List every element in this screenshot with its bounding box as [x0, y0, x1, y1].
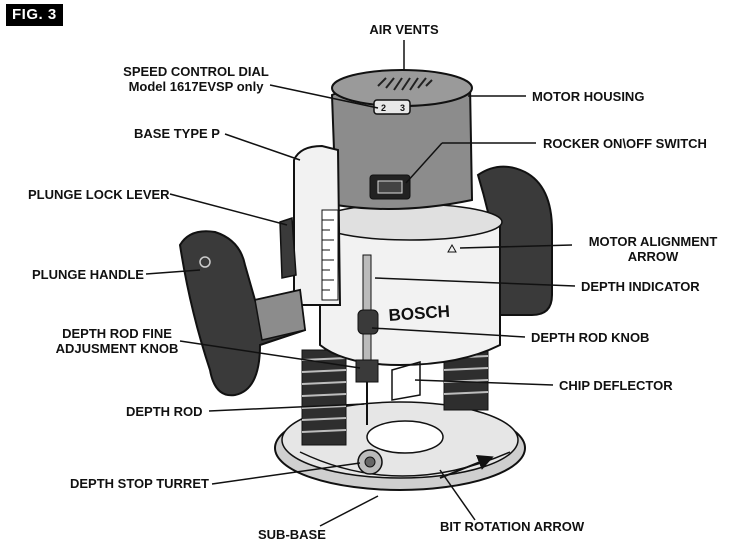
- base-column-shape: [293, 144, 342, 306]
- base-body: [317, 203, 503, 367]
- label-motor-alignment-line1: MOTOR ALIGNMENT: [588, 234, 718, 249]
- label-depth-rod-fine-adjust-knob: DEPTH ROD FINE ADJUSMENT KNOB: [52, 326, 182, 356]
- label-motor-housing: MOTOR HOUSING: [532, 89, 645, 104]
- label-speed-control-dial-line1: SPEED CONTROL DIAL: [123, 64, 269, 79]
- motor-housing-shape: 2 3: [330, 69, 474, 210]
- brand-logo: BOSCH: [388, 302, 451, 325]
- label-depth-rod: DEPTH ROD: [126, 404, 203, 419]
- label-depth-rod-fine-line2: ADJUSMENT KNOB: [55, 341, 179, 356]
- label-sub-base: SUB-BASE: [258, 527, 326, 542]
- label-speed-control-dial-line2: Model 1617EVSP only: [128, 79, 264, 94]
- speed-dial-number-2: 2: [381, 103, 386, 113]
- label-chip-deflector: CHIP DEFLECTOR: [559, 378, 673, 393]
- figure-number-badge: FIG. 3: [6, 4, 63, 26]
- label-rocker-switch: ROCKER ON\OFF SWITCH: [543, 136, 707, 151]
- label-bit-rotation-arrow: BIT ROTATION ARROW: [440, 519, 585, 534]
- label-base-type-p: BASE TYPE P: [134, 126, 220, 141]
- label-depth-rod-fine-line1: DEPTH ROD FINE: [62, 326, 172, 341]
- depth-rod-shape: [355, 254, 379, 425]
- label-air-vents: AIR VENTS: [369, 22, 439, 37]
- plunge-lock-lever-shape: [279, 216, 297, 279]
- label-plunge-handle: PLUNGE HANDLE: [32, 267, 144, 282]
- speed-dial-number-3: 3: [400, 103, 405, 113]
- bit-rotation-arrow-shape: [439, 455, 494, 479]
- label-depth-stop-turret: DEPTH STOP TURRET: [70, 476, 209, 491]
- left-handle-shape: [178, 230, 307, 397]
- label-depth-rod-knob: DEPTH ROD KNOB: [531, 330, 650, 345]
- left-spring: [301, 349, 347, 446]
- label-speed-control-dial: SPEED CONTROL DIAL Model 1617EVSP only: [116, 64, 276, 94]
- label-motor-alignment-line2: ARROW: [627, 249, 679, 264]
- chip-deflector-shape: [391, 361, 421, 401]
- label-depth-indicator: DEPTH INDICATOR: [581, 279, 700, 294]
- label-motor-alignment-arrow: MOTOR ALIGNMENT ARROW: [578, 234, 728, 264]
- motor-alignment-arrow-shape: [447, 243, 457, 253]
- label-plunge-lock-lever: PLUNGE LOCK LEVER: [28, 187, 170, 202]
- depth-stop-turret-shape: [357, 449, 383, 475]
- leader-lines: [145, 40, 576, 527]
